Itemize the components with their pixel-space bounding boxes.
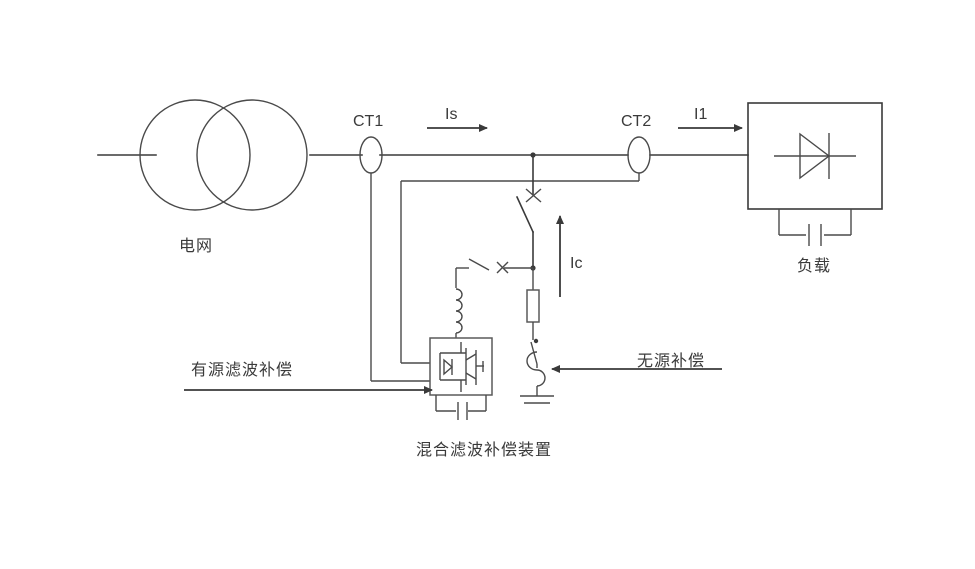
passive-branch-resistor [526, 289, 540, 323]
active-branch-reactor [455, 288, 463, 334]
active-filter-branch [455, 258, 536, 338]
current-transformer-ct2 [400, 136, 651, 364]
ic-label: Ic [570, 255, 582, 272]
compensation-branch-tap [515, 152, 542, 269]
ct1-label: CT1 [353, 113, 383, 130]
passive-branch-capacitor [520, 395, 554, 404]
load-capacitor [778, 209, 852, 246]
active-branch-switch [468, 258, 490, 271]
is-label: Is [445, 106, 457, 123]
device-caption: 混合滤波补偿装置 [416, 441, 552, 459]
active-filter-label: 有源滤波补偿 [191, 361, 293, 379]
load-rectifier-block [747, 102, 883, 210]
i1-label: I1 [694, 106, 707, 123]
current-transformer-ct1 [359, 136, 430, 382]
dc-link-capacitor [435, 395, 487, 420]
load-label: 负载 [797, 257, 831, 275]
igbt-inverter-module [429, 337, 493, 396]
grid-label: 电网 [179, 237, 213, 255]
ct2-label: CT2 [621, 113, 651, 130]
passive-branch-reactor [526, 351, 546, 387]
passive-comp-branch [520, 268, 554, 404]
passive-branch-switch [530, 338, 539, 365]
passive-comp-label: 无源补偿 [637, 352, 705, 370]
transformer-symbol [139, 99, 308, 211]
